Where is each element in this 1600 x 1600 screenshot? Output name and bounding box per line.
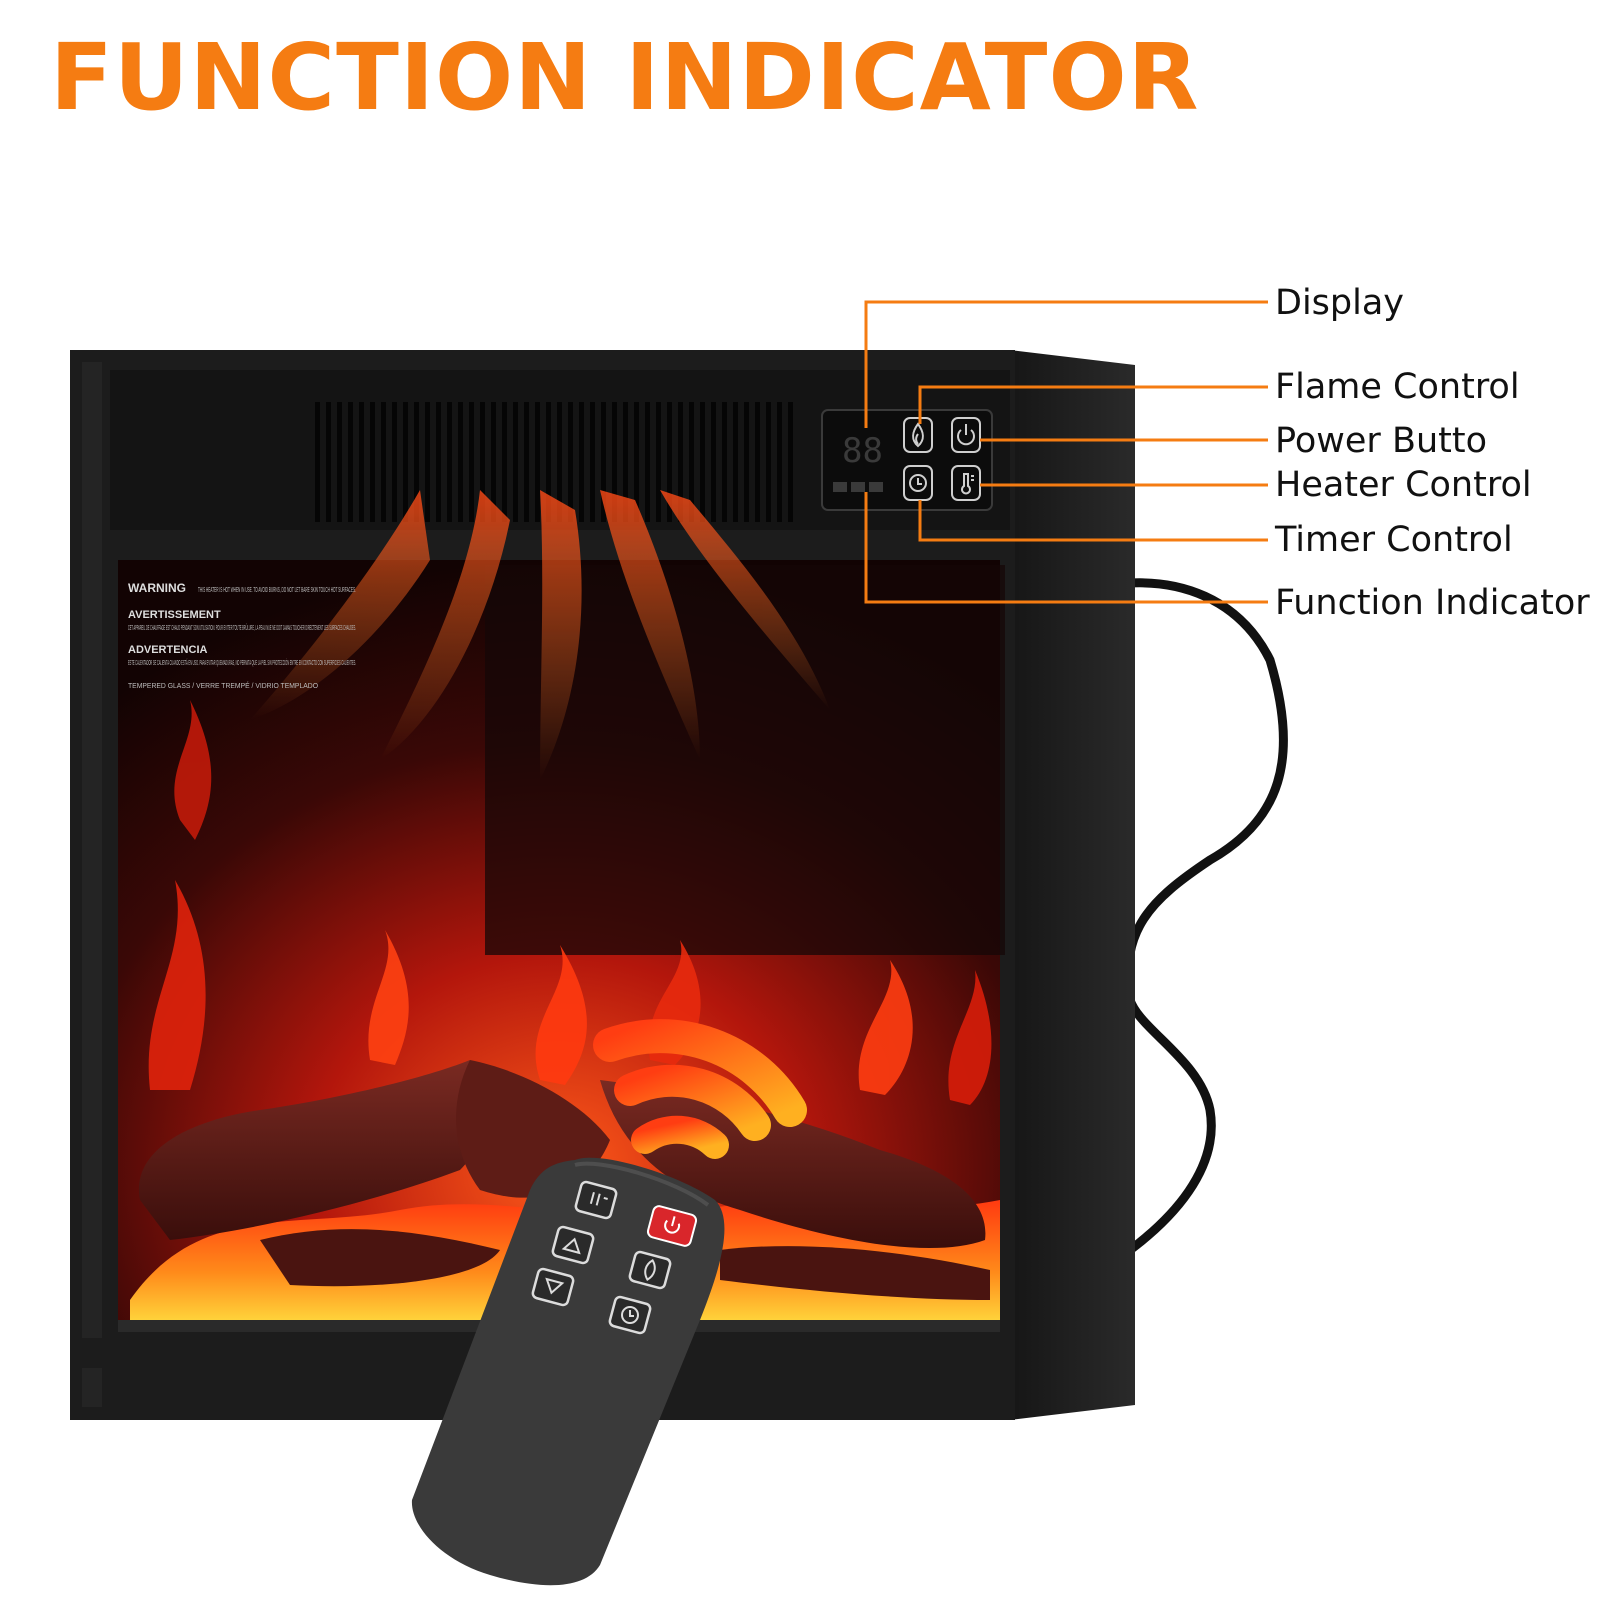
vent-slat: [557, 402, 562, 522]
vent-slat: [458, 402, 463, 522]
remote-down-button[interactable]: [531, 1267, 575, 1307]
vent-slat: [634, 402, 639, 522]
callout-power-button: Power Butto: [1275, 421, 1487, 461]
power-icon: [957, 424, 975, 446]
vent-slat: [436, 402, 441, 522]
remote-power-button[interactable]: [646, 1205, 698, 1247]
down-arrow-icon: [545, 1277, 565, 1295]
vent-slat: [568, 402, 573, 522]
panel-power-button[interactable]: [951, 417, 981, 453]
advertencia-heading: ADVERTENCIA: [128, 644, 208, 656]
heat-waves: [250, 490, 830, 780]
panel-heater-button[interactable]: [951, 465, 981, 501]
vent-slat: [700, 402, 705, 522]
vent-slat: [744, 402, 749, 522]
avertissement-heading: AVERTISSEMENT: [128, 609, 221, 621]
power-icon: [664, 1216, 681, 1234]
vent-slat: [326, 402, 331, 522]
warning-text: THIS HEATER IS HOT WHEN IN USE. TO AVOID…: [198, 587, 356, 594]
vent-slat: [480, 402, 485, 522]
vent-slat: [733, 402, 738, 522]
indicator-light: [833, 482, 847, 492]
fireplace-side-panel: [1010, 350, 1135, 1420]
indicator-light: [851, 482, 865, 492]
vent-slat: [535, 402, 540, 522]
vent-slat: [678, 402, 683, 522]
vent-slat: [667, 402, 672, 522]
vent-slat: [766, 402, 771, 522]
page-title: FUNCTION INDICATOR: [50, 24, 1200, 131]
flame-icon: [644, 1258, 656, 1282]
vent-slat: [645, 402, 650, 522]
vent-slat: [348, 402, 353, 522]
vent-slat: [722, 402, 727, 522]
thermometer-icon: [961, 473, 974, 495]
wireless-signal-icon: [593, 1019, 807, 1159]
display-leader: [864, 300, 1268, 428]
timer-icon: [621, 1306, 639, 1324]
flame-icon: [912, 422, 924, 448]
callout-flame-control: Flame Control: [1275, 367, 1520, 407]
callout-function-indicator: Function Indicator: [1275, 583, 1590, 623]
indicator-light: [869, 482, 883, 492]
vent-slat: [491, 402, 496, 522]
vent-slat: [788, 402, 793, 522]
vent-slat: [469, 402, 474, 522]
callout-display: Display: [1275, 283, 1405, 323]
vent-slat: [777, 402, 782, 522]
display-readout: 88: [842, 431, 883, 471]
panel-timer-button[interactable]: [903, 465, 933, 501]
vent-slat: [524, 402, 529, 522]
vent-slat: [546, 402, 551, 522]
vent-slat: [359, 402, 364, 522]
callout-heater-control: Heater Control: [1275, 465, 1532, 505]
vent-slat: [755, 402, 760, 522]
vent-slat: [337, 402, 342, 522]
heater-icon: [589, 1191, 608, 1206]
callout-timer-control: Timer Control: [1275, 520, 1513, 560]
vent-slat: [425, 402, 430, 522]
vent-slat: [601, 402, 606, 522]
flame-control-leader: [918, 385, 1268, 424]
remote-timer-button[interactable]: [608, 1295, 652, 1335]
vent-slat: [711, 402, 716, 522]
vent-slat: [513, 402, 518, 522]
vent-slat: [579, 402, 584, 522]
glass-label: TEMPERED GLASS / VERRE TREMPÉ / VIDRIO T…: [128, 681, 319, 690]
vent-slat: [447, 402, 452, 522]
callout-lines: [864, 300, 1268, 604]
vent-slat: [315, 402, 320, 522]
vent-slat: [370, 402, 375, 522]
vent-slat: [623, 402, 628, 522]
heater-vent-grille: [315, 402, 793, 522]
avertissement-text: CET APPAREIL DE CHAUFFAGE EST CHAUD PEND…: [128, 623, 356, 632]
timer-control-leader: [918, 500, 1268, 542]
advertencia-text: ESTE CALENTADOR SE CALIENTA CUANDO ESTÁ …: [128, 658, 356, 667]
remote-control[interactable]: [411, 1157, 725, 1586]
control-panel: 88: [821, 409, 993, 511]
remote-flame-button[interactable]: [628, 1250, 672, 1290]
panel-flame-button[interactable]: [903, 417, 933, 453]
vent-slat: [403, 402, 408, 522]
vent-slat: [590, 402, 595, 522]
power-cord: [1105, 578, 1288, 1255]
timer-icon: [909, 474, 927, 492]
function-indicator-leader: [864, 492, 1268, 604]
remote-up-button[interactable]: [551, 1225, 595, 1265]
vent-slat: [381, 402, 386, 522]
vent-slat: [656, 402, 661, 522]
vent-slat: [502, 402, 507, 522]
vent-slat: [414, 402, 419, 522]
vent-slat: [689, 402, 694, 522]
warning-heading: WARNING: [128, 581, 186, 595]
vent-slat: [392, 402, 397, 522]
up-arrow-icon: [561, 1237, 581, 1255]
remote-heater-button[interactable]: [574, 1180, 618, 1220]
warning-sticker: WARNING THIS HEATER IS HOT WHEN IN USE. …: [128, 581, 356, 690]
vent-slat: [612, 402, 617, 522]
